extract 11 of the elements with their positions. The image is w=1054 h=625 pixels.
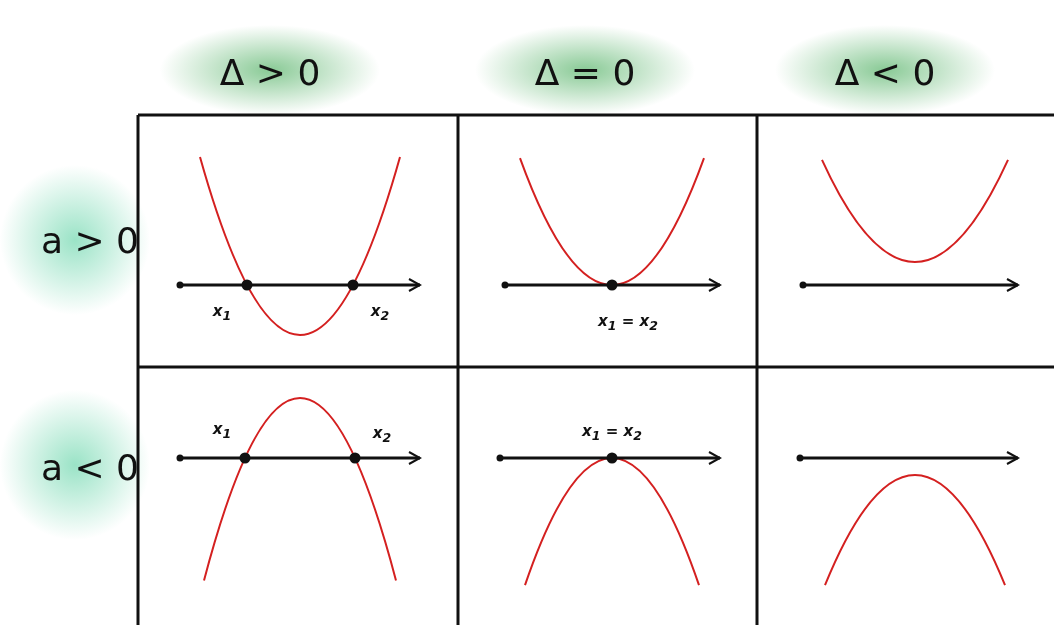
root-label: x$_{1}$ [212,301,232,323]
root-label: x$_{1}$ = x$_{2}$ [582,421,642,443]
row-heading: a > 0 [41,219,139,261]
column-heading: Δ = 0 [534,51,636,93]
column-heading: Δ > 0 [219,51,321,93]
row-heading: a < 0 [41,446,139,488]
root-label: x$_{1}$ = x$_{2}$ [598,311,658,333]
root-label: x$_{1}$ [212,419,232,441]
root-label: x$_{2}$ [370,301,390,323]
column-heading: Δ < 0 [834,51,936,93]
root-label: x$_{2}$ [372,423,392,445]
